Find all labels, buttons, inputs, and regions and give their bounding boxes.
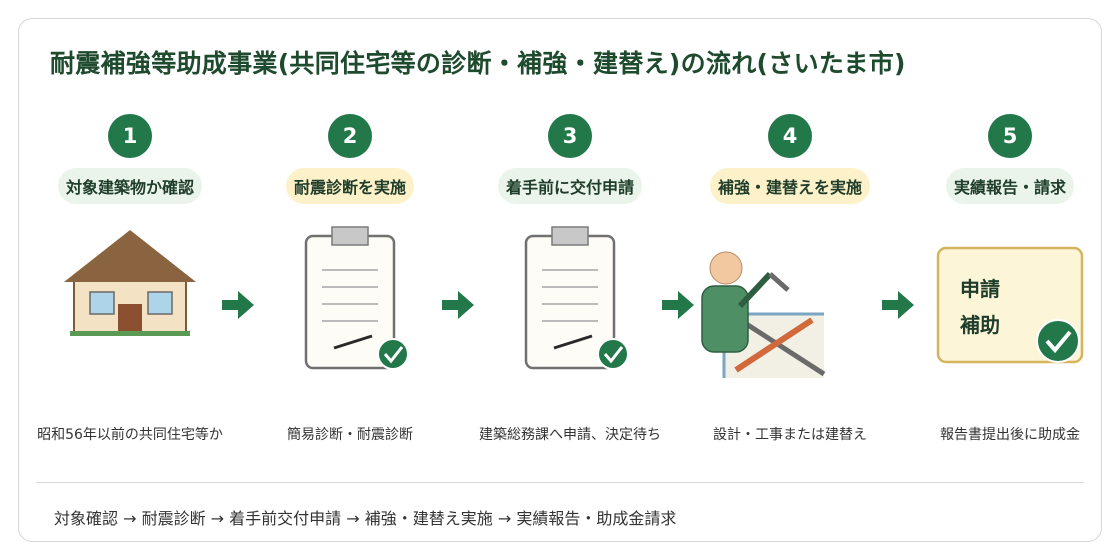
step-description: 簡易診断・耐震診断 (287, 427, 413, 443)
step-number: 1 (108, 114, 152, 158)
subsidy-certificate-icon: 申請 補助 (936, 246, 1084, 364)
step-description: 設計・工事または建替え (713, 427, 867, 443)
step-4: 4 補強・建替えを実施 設計・工事または建替え (690, 114, 890, 454)
step-3: 3 着手前に交付申請 建築総務課へ申請、決定待ち (470, 114, 670, 454)
house-icon (64, 230, 196, 336)
step-number: 4 (768, 114, 812, 158)
step-description: 昭和56年以前の共同住宅等か (37, 427, 223, 443)
arrow-right-icon (442, 291, 474, 319)
clipboard-check-icon (524, 226, 629, 370)
step-label: 実績報告・請求 (945, 168, 1075, 204)
arrow-right-icon (222, 291, 254, 319)
subsidy-line-2: 補助 (959, 313, 1000, 337)
step-5: 5 実績報告・請求 申請 補助 報告書提出後に助成金 (910, 114, 1110, 454)
clipboard-check-icon (304, 226, 409, 370)
step-number: 3 (548, 114, 592, 158)
worker-construction-icon (701, 251, 826, 378)
step-description: 報告書提出後に助成金 (940, 427, 1080, 443)
flow-summary: 対象確認 → 耐震診断 → 着手前交付申請 → 補強・建替え実施 → 実績報告・… (54, 509, 677, 528)
arrow-right-icon (882, 291, 914, 319)
subsidy-line-1: 申請 (960, 277, 1000, 301)
arrow-right-icon (662, 291, 694, 319)
step-label: 着手前に交付申請 (497, 168, 643, 204)
step-label: 耐震診断を実施 (285, 168, 415, 204)
step-number: 2 (328, 114, 372, 158)
divider (36, 482, 1084, 483)
step-description: 建築総務課へ申請、決定待ち (479, 427, 661, 443)
step-2: 2 耐震診断を実施 簡易診断・耐震診断 (250, 114, 450, 454)
step-number: 5 (988, 114, 1032, 158)
step-label: 対象建築物か確認 (57, 168, 203, 204)
step-1: 1 対象建築物か確認 昭和56年以前の共同住宅等か (30, 114, 230, 454)
step-label: 補強・建替えを実施 (709, 168, 871, 204)
page-title: 耐震補強等助成事業(共同住宅等の診断・補強・建替え)の流れ(さいたま市) (50, 49, 906, 78)
